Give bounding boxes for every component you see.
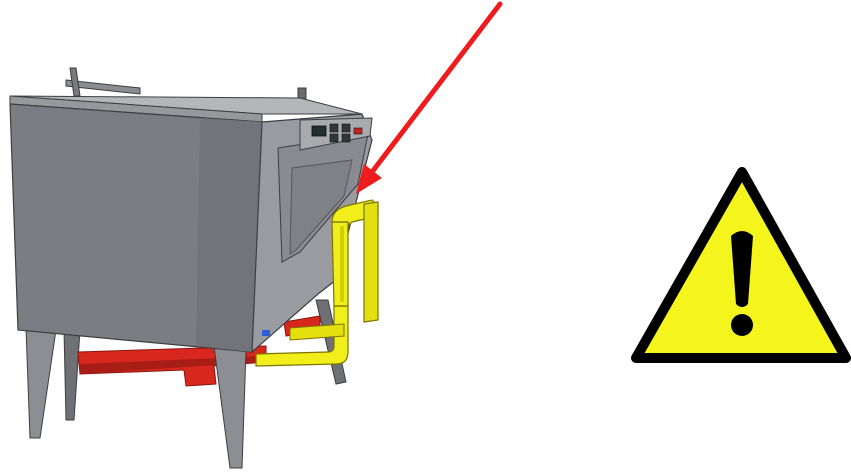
guard-bar-shade — [340, 226, 344, 302]
machine-blue-fitting — [262, 330, 270, 336]
control-panel-button-4 — [341, 133, 351, 143]
control-panel-button-2 — [341, 123, 351, 133]
warning-sign — [631, 167, 851, 363]
machine — [9, 67, 379, 469]
control-panel-button-3 — [329, 133, 339, 143]
machine-lid-strut-arm — [69, 67, 81, 97]
warning-exclamation-bar — [731, 231, 753, 307]
control-panel-button-red — [353, 127, 363, 135]
guard-bar-rear-rail — [289, 323, 345, 341]
machine-lid-strut — [65, 79, 141, 95]
control-panel-button-1 — [329, 123, 339, 133]
warning-exclamation-dot — [731, 314, 753, 336]
guard-bar — [255, 199, 379, 367]
machine-leg-back-left — [63, 329, 81, 421]
pointer-arrow — [356, 1, 503, 194]
pointer-arrow-shaft — [369, 1, 503, 175]
machine-front-face-shade — [196, 118, 262, 352]
guard-bar-rear-post — [363, 201, 379, 323]
control-panel-display — [311, 125, 327, 137]
machine-leg-front-right — [213, 345, 247, 469]
pointer-arrow-head — [356, 164, 382, 194]
machine-leg-front-left — [25, 327, 57, 439]
machine-side-window — [289, 159, 353, 255]
